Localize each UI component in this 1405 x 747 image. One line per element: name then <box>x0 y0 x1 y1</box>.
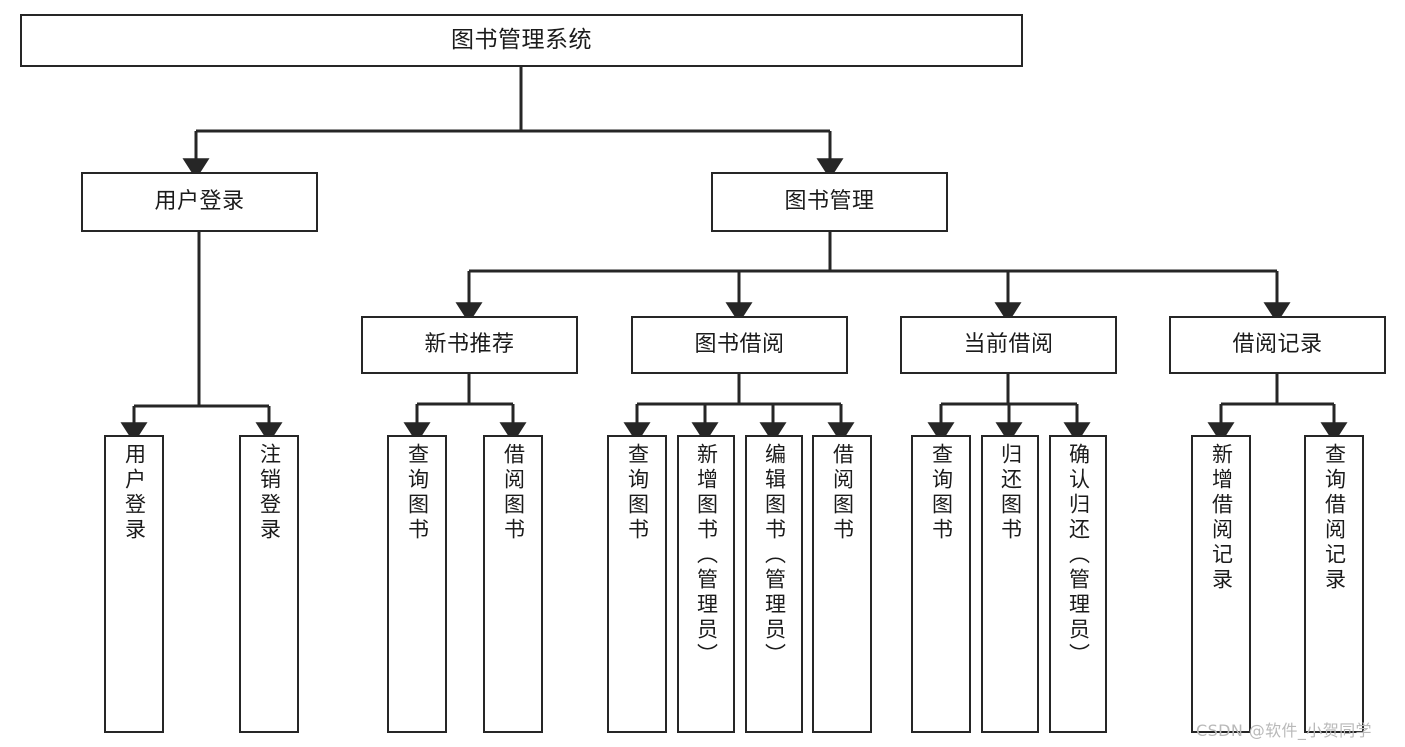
node-label: 图书管理 <box>784 188 875 214</box>
node-label: 确认归还（管理员） <box>1066 443 1091 668</box>
node-label: 图书借阅 <box>694 331 785 357</box>
node-label: 新增图书（管理员） <box>694 443 719 668</box>
node-label: 借阅图书 <box>830 443 855 543</box>
leaf-user-login-login[interactable]: 用户登录 <box>104 435 164 733</box>
node-label: 注销登录 <box>257 443 282 543</box>
node-borrowing-record[interactable]: 借阅记录 <box>1169 316 1386 374</box>
leaf-book-borrow-query-book[interactable]: 查询图书 <box>607 435 667 733</box>
leaf-current-borrow-return-book[interactable]: 归还图书 <box>981 435 1039 733</box>
node-book-management[interactable]: 图书管理 <box>711 172 948 232</box>
node-label: 查询图书 <box>625 443 650 543</box>
node-label: 查询图书 <box>929 443 954 543</box>
csdn-watermark: CSDN @软件_小贺同学 <box>1196 721 1372 740</box>
leaf-book-borrow-add-book-admin[interactable]: 新增图书（管理员） <box>677 435 735 733</box>
node-current-borrowing[interactable]: 当前借阅 <box>900 316 1117 374</box>
node-label: 新增借阅记录 <box>1209 443 1234 593</box>
node-label: 查询借阅记录 <box>1322 443 1347 593</box>
node-label: 新书推荐 <box>424 331 515 357</box>
node-book-borrowing[interactable]: 图书借阅 <box>631 316 848 374</box>
leaf-book-borrow-borrow-book[interactable]: 借阅图书 <box>812 435 872 733</box>
node-new-book-recommendation[interactable]: 新书推荐 <box>361 316 578 374</box>
node-label: 查询图书 <box>405 443 430 543</box>
node-label: 用户登录 <box>154 188 245 214</box>
leaf-user-login-logout[interactable]: 注销登录 <box>239 435 299 733</box>
node-user-login[interactable]: 用户登录 <box>81 172 318 232</box>
leaf-borrow-record-add-record[interactable]: 新增借阅记录 <box>1191 435 1251 733</box>
leaf-borrow-record-query-record[interactable]: 查询借阅记录 <box>1304 435 1364 733</box>
leaf-new-book-query-book[interactable]: 查询图书 <box>387 435 447 733</box>
node-label: 归还图书 <box>998 443 1023 543</box>
node-label: 借阅图书 <box>501 443 526 543</box>
node-label: 编辑图书（管理员） <box>762 443 787 668</box>
leaf-book-borrow-edit-book-admin[interactable]: 编辑图书（管理员） <box>745 435 803 733</box>
node-label: 用户登录 <box>122 443 147 543</box>
leaf-new-book-borrow-book[interactable]: 借阅图书 <box>483 435 543 733</box>
node-root-book-management-system[interactable]: 图书管理系统 <box>20 14 1023 67</box>
node-label: 当前借阅 <box>963 331 1054 357</box>
node-label: 借阅记录 <box>1232 331 1323 357</box>
leaf-current-borrow-query-book[interactable]: 查询图书 <box>911 435 971 733</box>
leaf-current-borrow-confirm-return-admin[interactable]: 确认归还（管理员） <box>1049 435 1107 733</box>
node-label: 图书管理系统 <box>451 27 592 54</box>
